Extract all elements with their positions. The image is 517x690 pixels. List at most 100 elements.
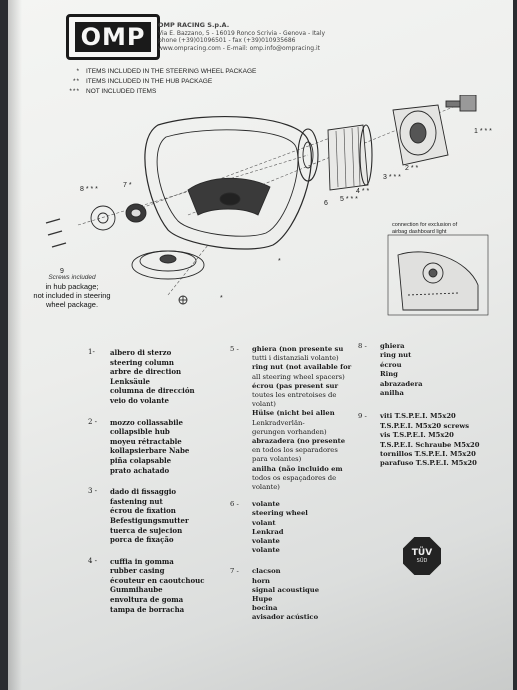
part-name: abrazadera (380, 379, 423, 388)
part-name: écouteur en caoutchouc (110, 575, 205, 585)
part-number: 8 - (358, 342, 367, 350)
airbag-note: connection for exclusion of airbag dashb… (392, 222, 487, 235)
part-name: clacson (252, 567, 281, 576)
tuv-sud-badge: TÜV SÜD (403, 537, 441, 575)
part-name: T.S.P.E.I. M5x20 screws (380, 421, 470, 430)
part-name: tornillos T.S.P.E.I. M5x20 (380, 450, 476, 459)
logo-text: OMP (74, 22, 152, 52)
part-name: volant) (252, 400, 276, 409)
callout-2: 2 * * (405, 165, 419, 172)
part-name: T.S.P.E.I. Schraube M5x20 (380, 440, 480, 449)
part-name: Befestigungsmutter (110, 515, 189, 525)
part-number: 1- (88, 348, 95, 356)
part-name: fastening nut (110, 496, 163, 506)
part-name: volante (252, 500, 280, 509)
part-name: Ring (380, 370, 398, 379)
callout-star-wheel: * (278, 258, 281, 265)
part-number: 3 - (88, 487, 98, 496)
callout-6: 6 (324, 200, 328, 207)
part-name: bocina (252, 604, 278, 613)
hub-drawing (297, 95, 477, 191)
part-name: tutti i distanziali volante) (252, 354, 339, 363)
part-entry: 1- albero di sterzo steering column arbr… (88, 348, 228, 406)
part-name: albero di sterzo (110, 348, 172, 357)
company-phone: phone (+39)01096501 - fax (+39)010935686 (158, 37, 296, 44)
part-name: écrou (pas present sur (252, 381, 339, 390)
part-names: ghiera (non presente su tutti i distanzi… (252, 345, 351, 492)
legend-row: *** NOT INCLUDED ITEMS (56, 87, 256, 97)
badge-line-1: TÜV (411, 548, 433, 558)
part-names: albero di sterzo steering column arbre d… (110, 348, 195, 406)
part-number: 5 - (230, 345, 239, 353)
part-name: todos os espaçadores de (252, 473, 337, 482)
part-entry: 3 - dado di fissaggio fastening nut écro… (88, 487, 228, 545)
airbag-note-line: connection for exclusion of (392, 222, 458, 228)
callout-star-horn: * (220, 295, 223, 302)
part-name: porca de fixação (110, 535, 174, 545)
part-name: collapsible hub (110, 427, 170, 437)
part-name: Lenkradverlän- (252, 418, 305, 427)
part-entry: 5 - ghiera (non presente su tutti i dist… (230, 345, 365, 492)
part-name: viti T.S.P.E.I. M5x20 (380, 412, 456, 421)
part-names: ghiera ring nut écrou Ring abrazadera an… (380, 342, 422, 398)
part-number: 4 - (88, 556, 98, 565)
part-name: parafuso T.S.P.E.I. M5x20 (380, 459, 477, 468)
part-number: 7 - (230, 567, 239, 576)
legend: * ITEMS INCLUDED IN THE STEERING WHEEL P… (56, 67, 256, 97)
part-entry: 8 - ghiera ring nut écrou Ring abrazader… (358, 342, 508, 398)
part-name: écrou de fixation (110, 506, 176, 516)
parts-column-2: 5 - ghiera (non presente su tutti i dist… (230, 345, 365, 630)
part-name: mozzo collassabile (110, 417, 184, 427)
callout-1: 1 * * * (474, 128, 492, 135)
part-name: moyeu rétractable (110, 436, 182, 446)
part-name: volant (252, 518, 276, 527)
part-name: avisador acústico (252, 613, 319, 622)
part-name: tuerca de sujecion (110, 525, 183, 535)
part-names: viti T.S.P.E.I. M5x20 T.S.P.E.I. M5x20 s… (380, 412, 480, 468)
company-address: Via E. Bazzano, 5 - 16019 Ronco Scrivia … (158, 29, 326, 37)
parts-column-1: 1- albero di sterzo steering column arbr… (88, 348, 228, 621)
legend-text: ITEMS INCLUDED IN THE STEERING WHEEL PAC… (86, 68, 257, 75)
part-name: dado di fissaggio (110, 487, 177, 497)
part-entry: 9 - viti T.S.P.E.I. M5x20 T.S.P.E.I. M5x… (358, 412, 508, 468)
parts-column-3: 8 - ghiera ring nut écrou Ring abrazader… (358, 342, 508, 476)
part-name: tampa de borracha (110, 604, 185, 614)
part-number: 9 - (358, 412, 367, 421)
screws-caption: Screws included (48, 274, 96, 281)
part-name: columna de dirección (110, 386, 195, 396)
part-name: ghiera (non presente su (252, 345, 344, 353)
callout-5: 5 * * * (340, 196, 358, 203)
company-name: OMP RACING S.p.A. (158, 21, 230, 29)
part-name: Hupe (252, 595, 273, 604)
legend-key: * (76, 68, 80, 75)
legend-key: *** (69, 88, 80, 95)
steering-wheel-drawing (144, 115, 312, 250)
part-name: kollapsierbare Nabe (110, 446, 190, 456)
part-name: gerungen vorhanden) (252, 427, 327, 436)
callout-labels: 1 * * * 2 * * 3 * * * 4 * * 5 * * * 6 7 … (60, 128, 492, 302)
part-number: 2 - (88, 417, 98, 426)
part-name: Hülse (nicht bei allen (252, 409, 335, 418)
part-entry: 2 - mozzo collassabile collapsible hub m… (88, 418, 228, 476)
part-name: arbre de direction (110, 367, 182, 377)
legend-row: * ITEMS INCLUDED IN THE STEERING WHEEL P… (56, 67, 256, 77)
part-name: piña colapsable (110, 455, 172, 465)
exploded-diagram: 1 * * * 2 * * 3 * * * 4 * * 5 * * * 6 7 … (45, 95, 492, 316)
company-web: www.ompracing.com - E-mail: omp.info@omp… (158, 44, 321, 52)
airbag-inset-drawing (387, 234, 489, 316)
part-names: mozzo collassabile collapsible hub moyeu… (110, 418, 189, 476)
part-names: clacson horn signal acoustique Hupe boci… (252, 567, 319, 622)
part-entry: 7 - clacson horn signal acoustique Hupe … (230, 567, 365, 622)
badge-line-2: SÜD (416, 558, 428, 564)
hub-caption-line: in hub package; (45, 282, 99, 291)
part-name: volante (252, 537, 280, 546)
part-name: ring nut (380, 351, 412, 360)
part-name: horn (252, 576, 270, 585)
part-name: volante) (252, 483, 280, 492)
legend-text: ITEMS INCLUDED IN THE HUB PACKAGE (86, 78, 213, 85)
part-name: volante (252, 546, 280, 555)
part-entry: 4 - cuffia in gomma rubber casing écoute… (88, 557, 228, 615)
part-name: anilha (380, 389, 404, 398)
part-name: abrazadera (no presente (252, 437, 346, 446)
part-name: Lenkrad (252, 527, 284, 536)
